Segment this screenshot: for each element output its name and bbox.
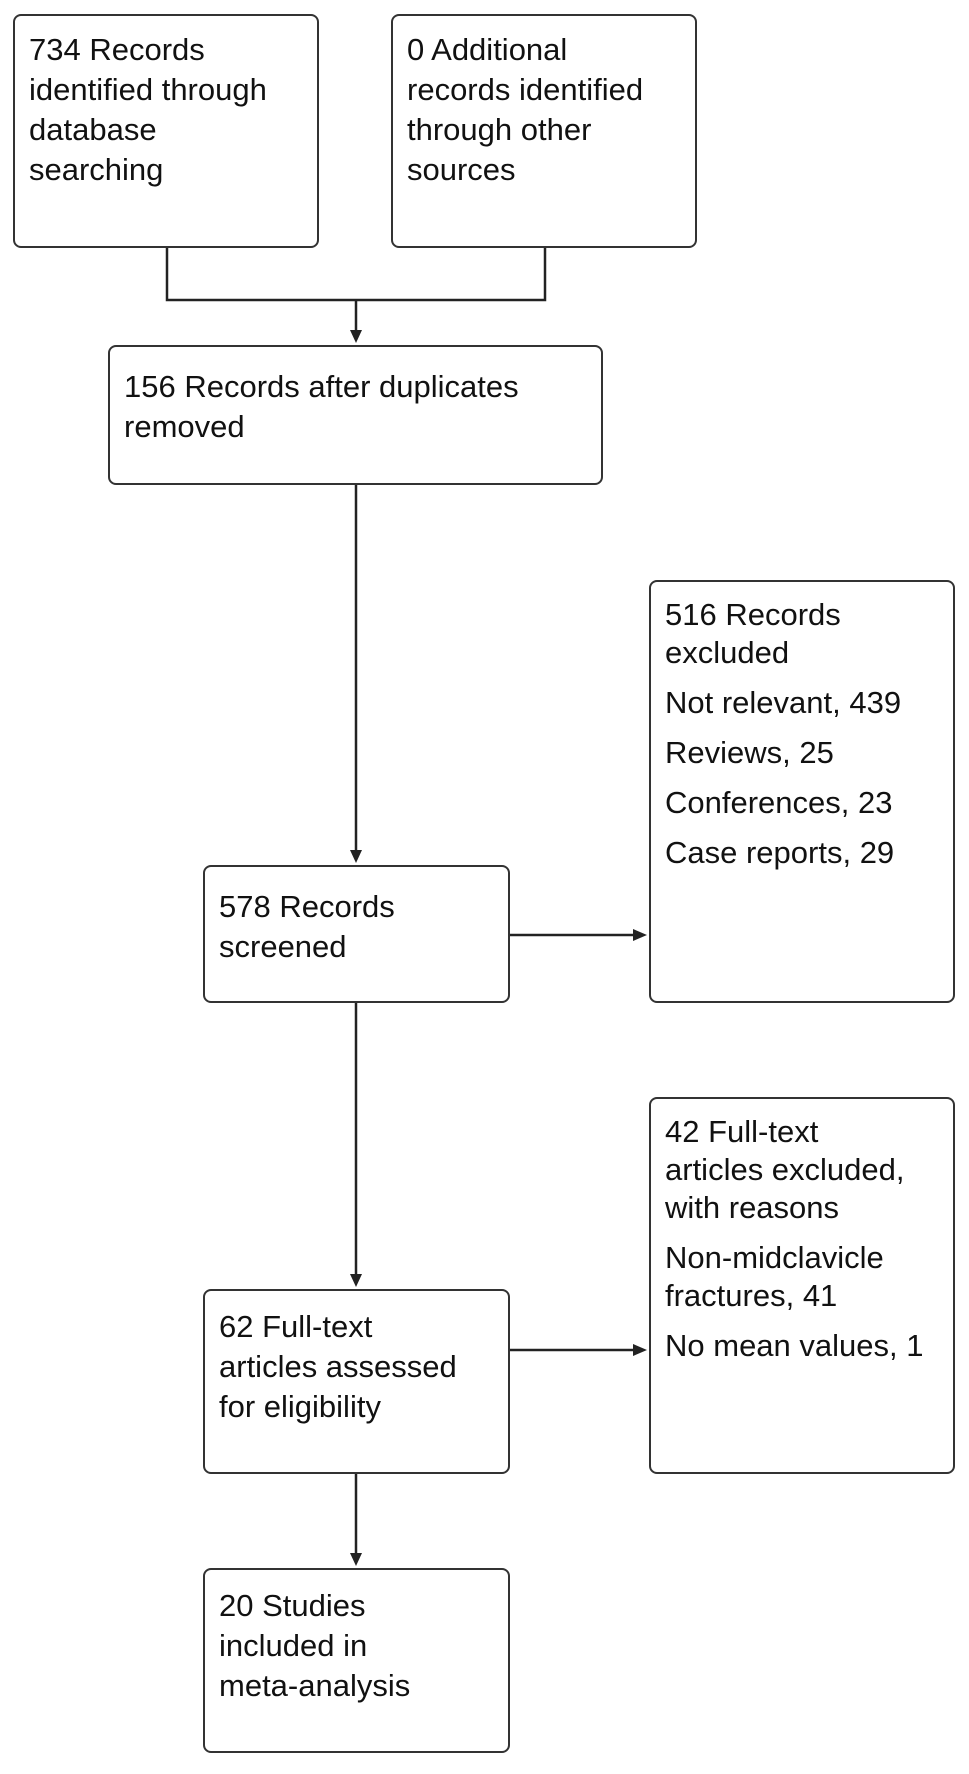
after-duplicates-line-1: 156 Records after duplicates (124, 369, 519, 404)
identified-database-line-3: database (29, 112, 157, 147)
connector-merge-left (165, 248, 356, 302)
box-studies-included: 20 Studies included in meta-analysis (203, 1568, 510, 1753)
connector-merge-right (356, 248, 547, 302)
box-records-excluded: 516 Records excluded Not relevant, 439 R… (649, 580, 955, 1003)
studies-included-line-2: included in (219, 1628, 368, 1663)
arrowhead-to-records-excluded (633, 929, 647, 941)
records-excluded-title-1: 516 Records (665, 597, 841, 632)
box-identified-database: 734 Records identified through database … (13, 14, 319, 248)
records-excluded-reason-1: Not relevant, 439 (665, 685, 902, 720)
after-duplicates-line-2: removed (124, 409, 245, 444)
identified-database-line-4: searching (29, 152, 164, 187)
fulltext-assessed-line-2: articles assessed (219, 1349, 457, 1384)
arrowhead-to-fulltext-excluded (633, 1344, 647, 1356)
records-excluded-reason-2: Reviews, 25 (665, 735, 834, 770)
identified-database-line-2: identified through (29, 72, 267, 107)
studies-included-line-1: 20 Studies (219, 1588, 366, 1623)
fulltext-assessed-line-3: for eligibility (219, 1389, 381, 1424)
arrowhead-to-screened (350, 850, 362, 863)
records-excluded-title-2: excluded (665, 635, 790, 670)
fulltext-excluded-reason-2: No mean values, 1 (665, 1328, 924, 1363)
identified-other-line-4: sources (407, 152, 516, 187)
box-after-duplicates: 156 Records after duplicates removed (108, 345, 603, 485)
records-screened-line-1: 578 Records (219, 889, 395, 924)
studies-included-line-3: meta-analysis (219, 1668, 411, 1703)
fulltext-excluded-reason-1a: Non-midclavicle (665, 1240, 884, 1275)
identified-other-line-2: records identified (407, 72, 644, 107)
records-screened-line-2: screened (219, 929, 347, 964)
fulltext-assessed-line-1: 62 Full-text (219, 1309, 373, 1344)
fulltext-excluded-title-3: with reasons (665, 1190, 840, 1225)
box-identified-other-sources: 0 Additional records identified through … (391, 14, 697, 248)
box-records-screened: 578 Records screened (203, 865, 510, 1003)
identified-other-line-1: 0 Additional (407, 32, 568, 67)
box-fulltext-assessed: 62 Full-text articles assessed for eligi… (203, 1289, 510, 1474)
arrowhead-to-fulltext-assessed (350, 1274, 362, 1287)
fulltext-excluded-title-2: articles excluded, (665, 1152, 905, 1187)
fulltext-excluded-title-1: 42 Full-text (665, 1114, 819, 1149)
records-excluded-reason-4: Case reports, 29 (665, 835, 895, 870)
arrowhead-to-duplicates (350, 330, 362, 343)
identified-other-line-3: through other (407, 112, 592, 147)
records-excluded-reason-3: Conferences, 23 (665, 785, 893, 820)
identified-database-line-1: 734 Records (29, 32, 205, 67)
arrowhead-to-included (350, 1553, 362, 1566)
box-fulltext-excluded: 42 Full-text articles excluded, with rea… (649, 1097, 955, 1474)
fulltext-excluded-reason-1b: fractures, 41 (665, 1278, 838, 1313)
